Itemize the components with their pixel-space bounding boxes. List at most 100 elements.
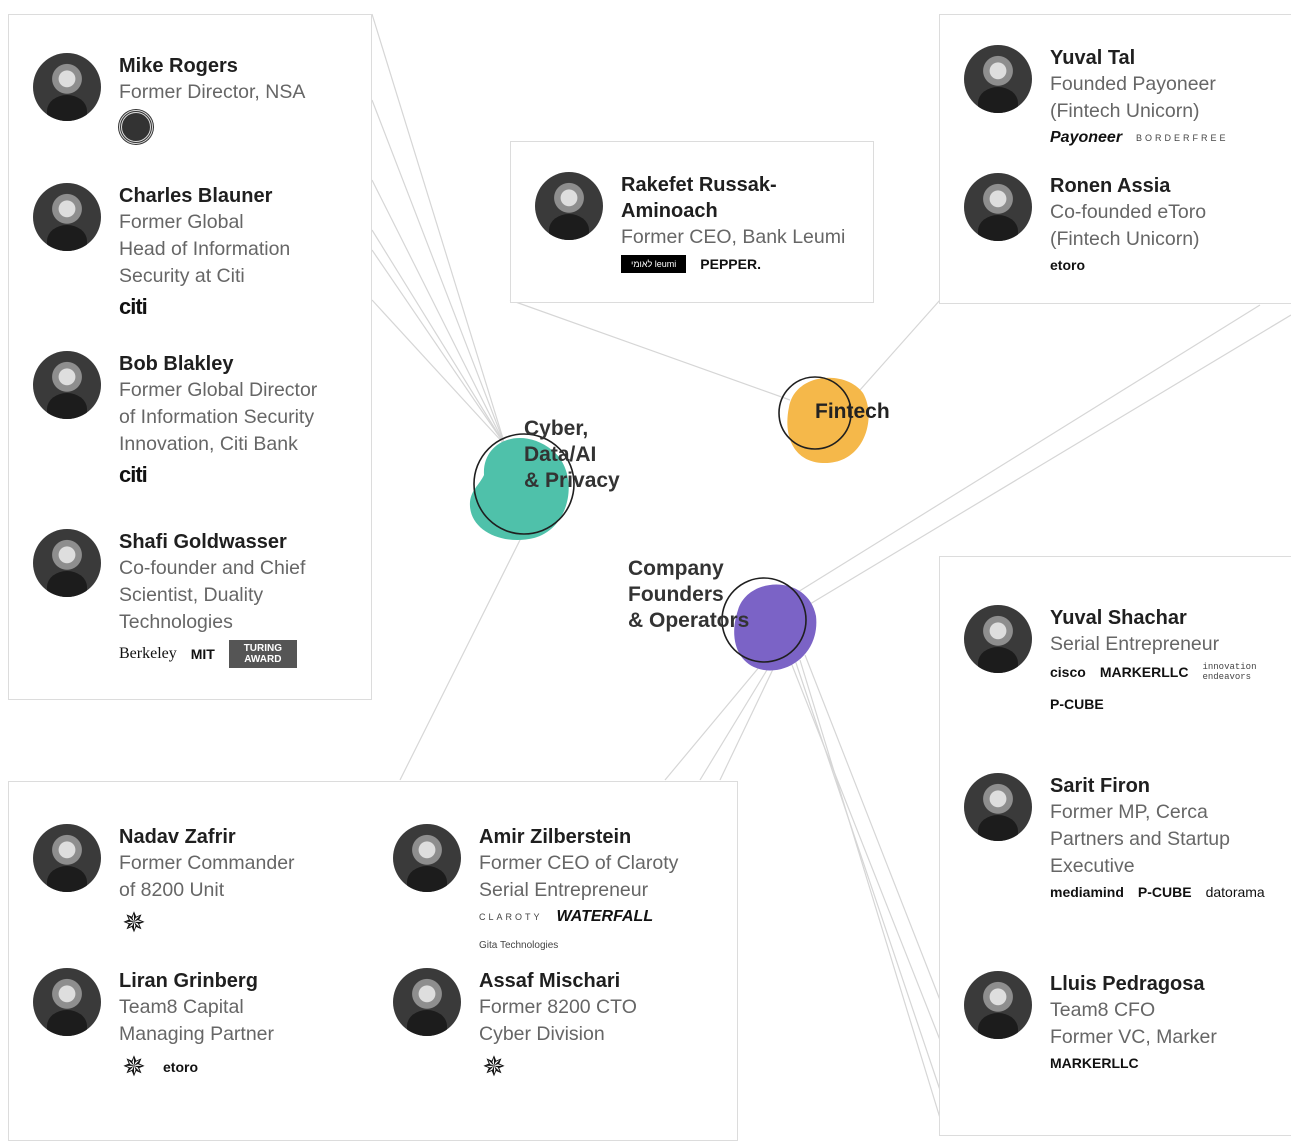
person-role: Founded Payoneer (Fintech Unicorn) <box>1050 73 1216 122</box>
person-name: Nadav Zafrir <box>119 826 236 848</box>
hub-founders-blob <box>721 577 817 671</box>
citi-logo: citi <box>119 294 148 319</box>
etoro-logo: etoro <box>1050 257 1085 273</box>
person-name: Shafi Goldwasser <box>119 531 287 553</box>
person-name: Assaf Mischari <box>479 970 621 992</box>
person-role: Former Global Director of Information Se… <box>119 379 318 455</box>
person-role: Former Director, NSA <box>119 81 306 103</box>
hub-fintech-blob <box>778 376 869 463</box>
unit-8200-logo: ✵ <box>482 1051 506 1082</box>
avatar <box>964 971 1032 1039</box>
avatar <box>393 968 461 1036</box>
person-role: Co-founded eToro (Fintech Unicorn) <box>1050 201 1207 250</box>
avatar <box>33 53 101 121</box>
person-name: Liran Grinberg <box>119 970 258 992</box>
person-role: Former MP, Cerca Partners and Startup Ex… <box>1050 801 1230 877</box>
avatar <box>33 968 101 1036</box>
person-name: Yuval Shachar <box>1050 607 1187 629</box>
person-name: Rakefet Russak- Aminoach <box>621 174 777 222</box>
avatar <box>33 183 101 251</box>
avatar <box>33 824 101 892</box>
hub-fintech-label: Fintech <box>815 400 890 423</box>
person-name: Mike Rogers <box>119 55 238 77</box>
citi-logo: citi <box>119 462 148 487</box>
hub-cyber: Cyber, Data/AI & Privacy <box>462 417 620 550</box>
person-role: Serial Entrepreneur <box>1050 633 1220 655</box>
person-role: Co-founder and Chief Scientist, Duality … <box>119 557 306 633</box>
avatar <box>535 172 603 240</box>
innovation-endeavors-logo: innovation endeavors <box>1202 662 1257 682</box>
logo-row: לאומי leumi PEPPER. <box>621 255 871 273</box>
etoro-logo: etoro <box>163 1059 198 1075</box>
person-name: Lluis Pedragosa <box>1050 973 1205 995</box>
claroty-logo: CLAROTY <box>479 912 543 922</box>
logo-row: MARKERLLC <box>1050 1055 1291 1071</box>
avatar <box>33 351 101 419</box>
logo-row: citi <box>119 462 369 488</box>
pcube-logo: P-CUBE <box>1137 884 1192 900</box>
avatar <box>33 529 101 597</box>
person-role: Former Commander of 8200 Unit <box>119 852 295 901</box>
pepper-logo: PEPPER. <box>700 256 761 272</box>
nsa-seal: NSA <box>119 110 153 144</box>
logo-row: Payoneer BORDERFREE <box>1050 129 1291 147</box>
waterfall-logo: WATERFALL <box>556 908 654 925</box>
borderfree-logo: BORDERFREE <box>1136 133 1229 143</box>
logo-row: CLAROTY WATERFALL Gita Technologies <box>479 908 729 951</box>
payoneer-logo: Payoneer <box>1050 129 1123 146</box>
person-name: Ronen Assia <box>1050 175 1171 197</box>
avatar <box>964 45 1032 113</box>
person-role: Former Global Head of Information Securi… <box>119 211 291 287</box>
marker-logo: MARKERLLC <box>1050 1055 1139 1071</box>
avatar <box>964 605 1032 673</box>
logo-row: mediamind P-CUBE datorama <box>1050 884 1291 900</box>
hub-fintech: Fintech <box>775 365 890 465</box>
hub-founders-label: Company Founders & Operators <box>628 557 750 632</box>
connector-lines <box>371 13 1291 1118</box>
avatar <box>393 824 461 892</box>
turing-award-logo: TURING AWARD <box>228 640 297 668</box>
mit-logo: MIT <box>190 646 215 662</box>
person-role: Former 8200 CTO Cyber Division <box>479 996 637 1045</box>
cisco-logo: cisco <box>1050 664 1086 680</box>
logo-row: Berkeley MIT TURING AWARD <box>119 640 369 668</box>
person-name: Sarit Firon <box>1050 775 1151 797</box>
berkeley-logo: Berkeley <box>119 645 177 662</box>
logo-row: citi <box>119 294 369 320</box>
person-name: Amir Zilberstein <box>479 826 632 848</box>
hub-cyber-label: Cyber, Data/AI & Privacy <box>524 417 620 492</box>
logo-row: ✵ etoro <box>119 1052 369 1082</box>
person-role: Former CEO of Claroty Serial Entrepreneu… <box>479 852 679 901</box>
person-name: Yuval Tal <box>1050 47 1136 69</box>
avatar <box>964 773 1032 841</box>
person-role: Team8 CFO Former VC, Marker <box>1050 999 1217 1048</box>
person-role: Former CEO, Bank Leumi <box>621 226 846 248</box>
unit-8200-logo: ✵ <box>122 1051 146 1082</box>
gita-logo: Gita Technologies <box>479 940 559 951</box>
mediamind-logo: mediamind <box>1050 884 1124 900</box>
person-name: Bob Blakley <box>119 353 234 375</box>
datorama-logo: datorama <box>1205 884 1265 900</box>
leumi-logo: לאומי leumi <box>621 255 687 273</box>
unit-8200-logo: ✵ <box>122 907 146 938</box>
pcube-logo: P-CUBE <box>1050 696 1104 712</box>
